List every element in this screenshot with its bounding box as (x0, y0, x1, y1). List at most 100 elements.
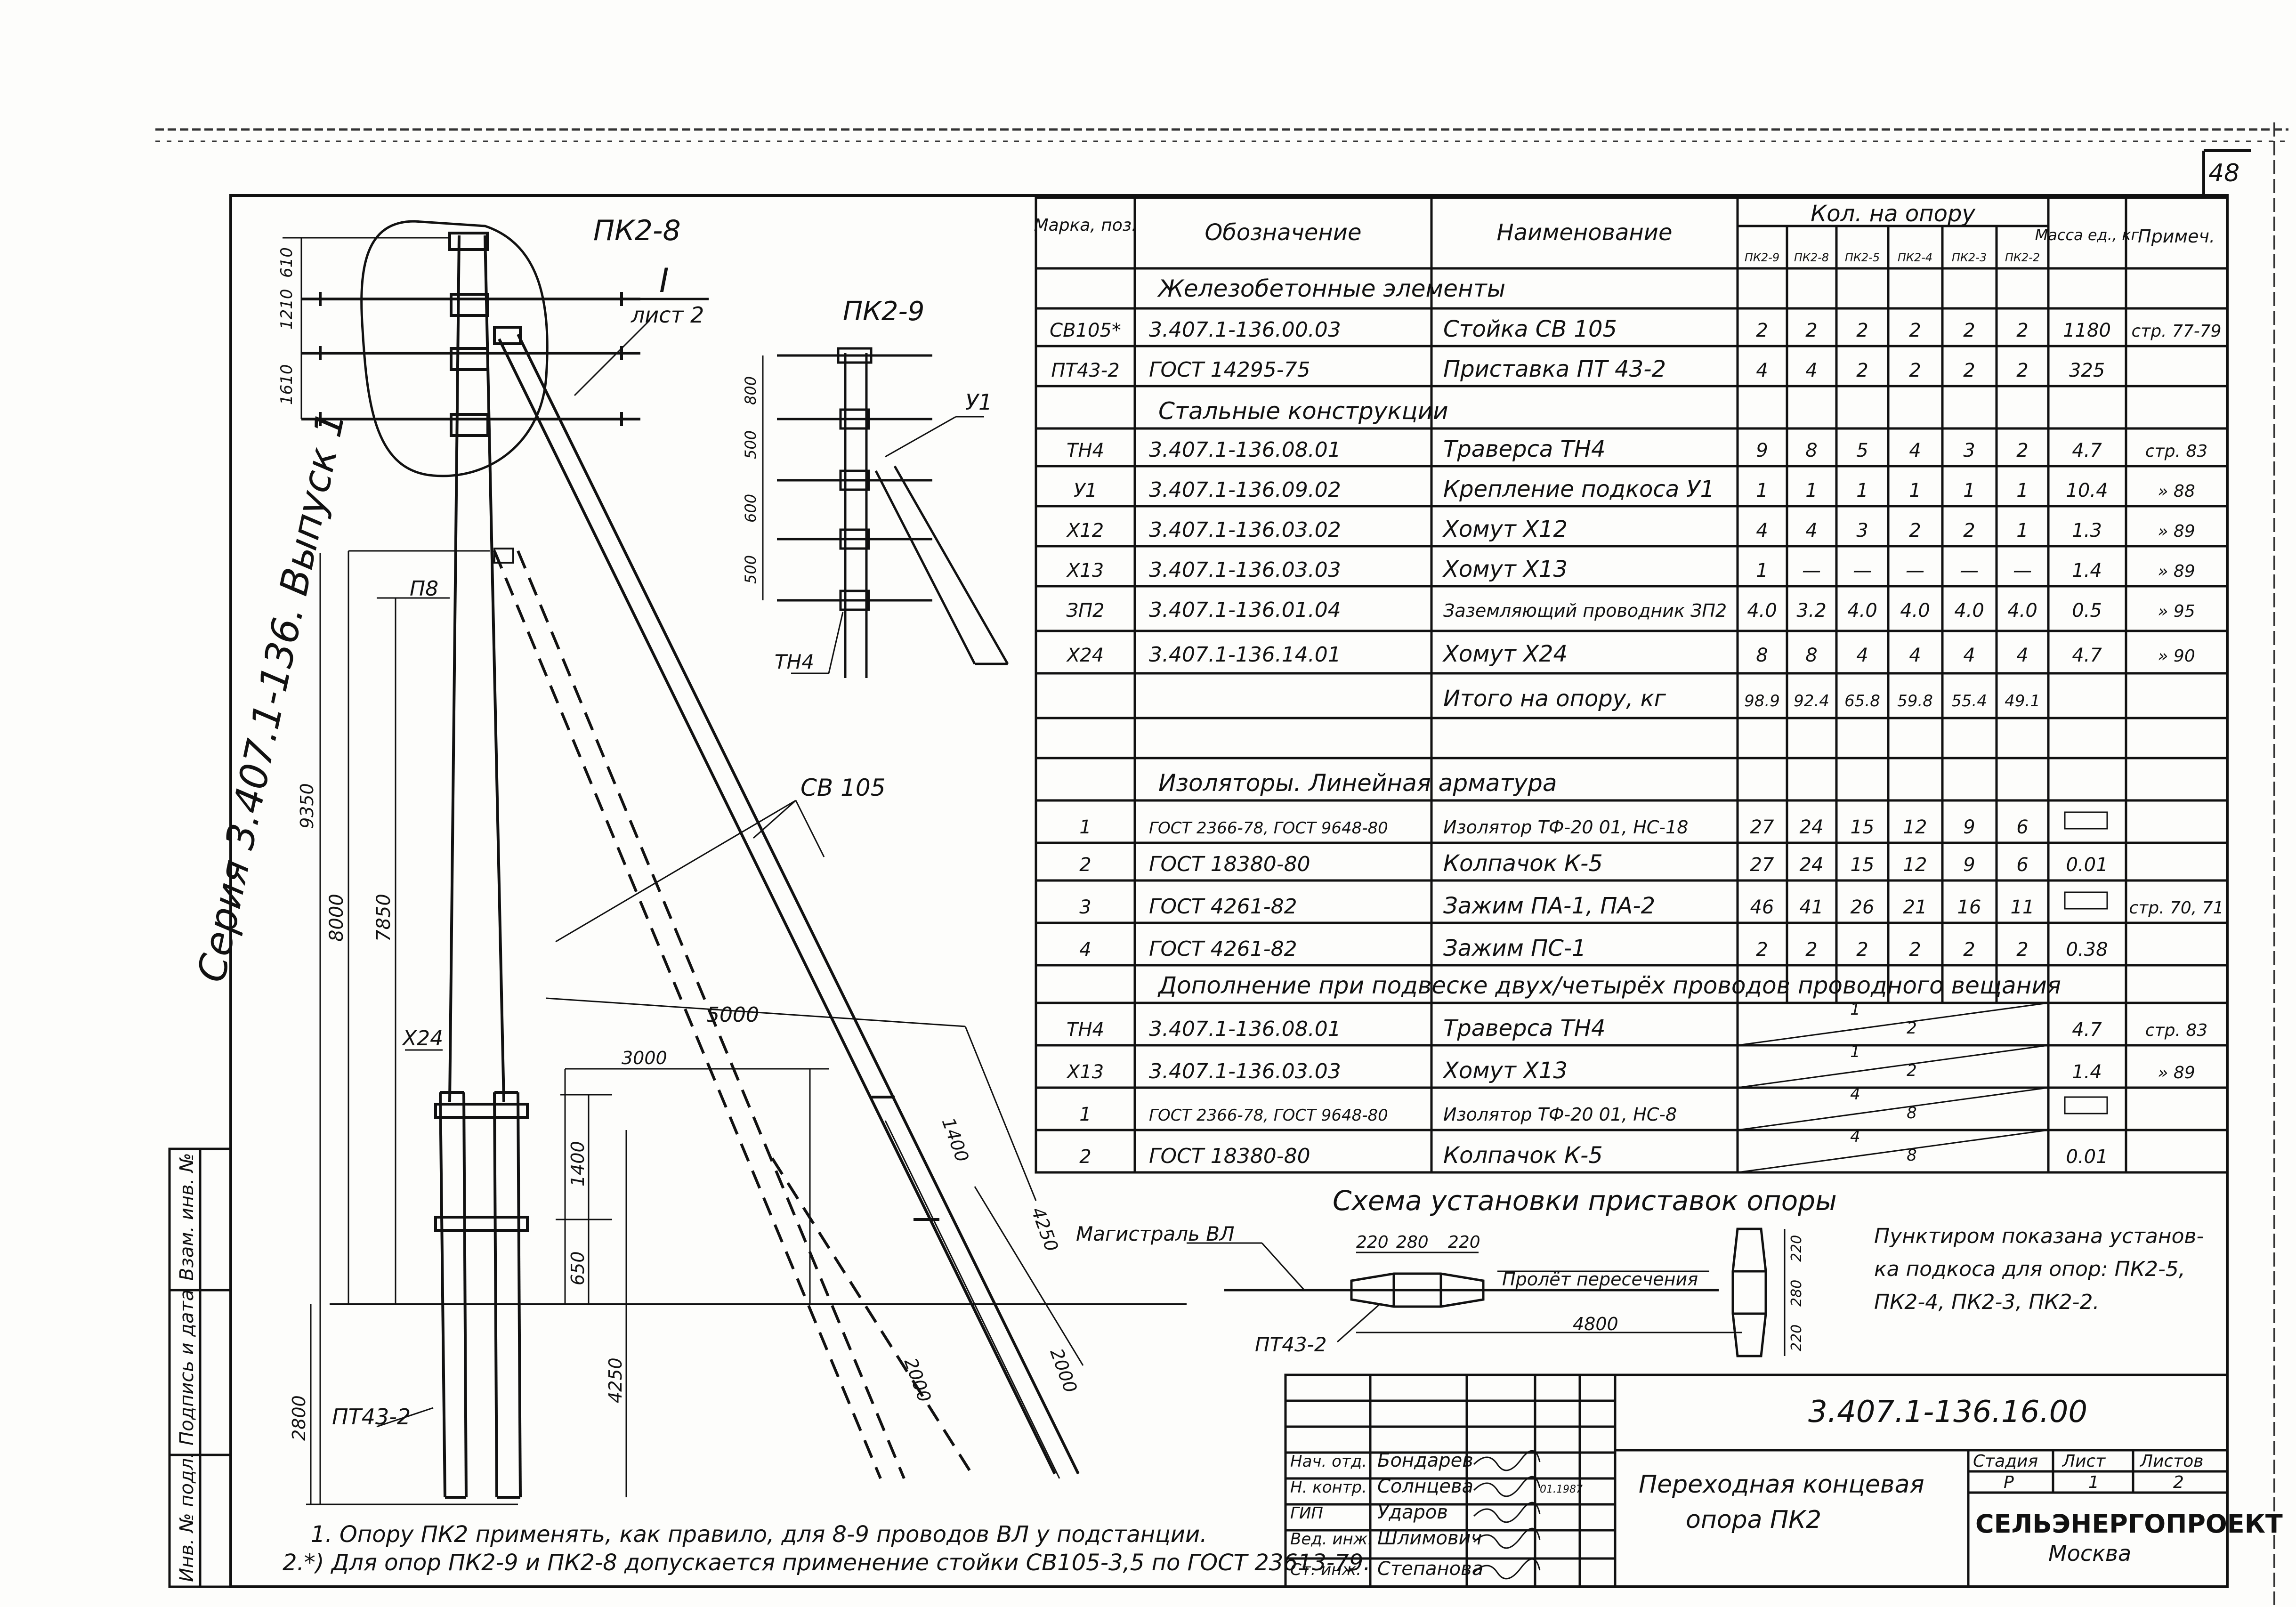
spec-table: Марка, поз. Обозначение Наименование Кол. н… (1034, 201, 2224, 1169)
tb-role: Вед. инж. (1290, 1530, 1373, 1549)
add-row-b: 2 (1907, 1019, 1917, 1038)
scheme-d4800: 4800 (1573, 1314, 1618, 1334)
concrete-row-marka: ПТ43-2 (1051, 360, 1119, 381)
add-row-naim: Хомут Х13 (1442, 1058, 1568, 1084)
concrete-row-qty: 2 (1909, 360, 1921, 381)
steel-row-prim: » 95 (2158, 602, 2195, 621)
th-naim: Наименование (1496, 219, 1672, 246)
note-2: 2.*) Для опор ПК2-9 и ПК2-8 допускается … (283, 1550, 1371, 1576)
steel-row-naim: Хомут Х13 (1442, 556, 1568, 582)
ins-row-qty: 26 (1851, 896, 1875, 918)
signature-mark (1473, 1476, 1541, 1497)
ins-row-marka: 1 (1079, 816, 1091, 838)
ins-row-qty: 9 (1963, 816, 1975, 838)
label-u1: У1 (965, 389, 992, 415)
tb-h-sheet: Лист (2062, 1452, 2106, 1471)
ins-row-qty: 21 (1903, 896, 1927, 918)
ins-row-oboz: ГОСТ 2366-78, ГОСТ 9648-80 (1149, 819, 1388, 838)
dim-1400b: 1400 (938, 1115, 973, 1165)
ins-row-qty: 9 (1963, 854, 1975, 876)
steel-row-qty: 4 (1909, 440, 1921, 461)
dim-4250: 4250 (605, 1357, 626, 1403)
steel-row-qty: 2 (1963, 520, 1975, 541)
steel-row-qty: — (1853, 560, 1872, 581)
steel-row-marka: ЗП2 (1066, 600, 1104, 622)
total-qty: 55.4 (1951, 692, 1987, 711)
add-row-prim: » 89 (2158, 1063, 2195, 1082)
scheme-note-2: ка подкоса для опор: ПК2-5, (1874, 1257, 2185, 1281)
scheme-title: Схема установки приставок опоры (1333, 1185, 1837, 1217)
steel-row-qty: 4.0 (1900, 600, 1930, 622)
doc-code: 3.407.1-136.16.00 (1808, 1395, 2087, 1429)
steel-row-prim: » 89 (2158, 562, 2195, 581)
scan-edge-lines (155, 122, 2288, 1605)
label-pk28: ПК2-8 (593, 214, 681, 247)
steel-row-qty: 1 (1756, 480, 1768, 501)
steel-row-marka: У1 (1074, 480, 1097, 501)
steel-row-qty: — (1960, 560, 1979, 581)
concrete-row-qty: 2 (2016, 360, 2028, 381)
section-ref: лист 2 (631, 302, 704, 328)
add-row-naim: Траверса ТН4 (1443, 1015, 1606, 1042)
steel-row-qty: 4 (1909, 645, 1921, 666)
dim-650: 650 (567, 1251, 588, 1285)
th-oboz: Обозначение (1205, 219, 1361, 246)
steel-row-qty: 9 (1756, 440, 1768, 461)
section-steel: Стальные конструкции (1158, 397, 1448, 425)
dim-1400: 1400 (567, 1141, 588, 1187)
doc-name-1: Переходная концевая (1639, 1470, 1924, 1499)
th-variant: ПК2-5 (1845, 251, 1880, 264)
ins-row-naim: Зажим ПА-1, ПА-2 (1443, 893, 1655, 919)
concrete-row-qty: 2 (1756, 320, 1768, 341)
scheme-v280: 280 (1788, 1280, 1805, 1307)
add-row-massa: 4.7 (2072, 1019, 2102, 1041)
th-variant: ПК2-3 (1952, 251, 1987, 264)
tb-name: Степанова (1377, 1558, 1483, 1580)
steel-row-qty: 4 (1856, 645, 1868, 666)
add-row-b: 8 (1907, 1146, 1917, 1165)
add-row-massa: 1.4 (2072, 1061, 2102, 1083)
signature-mark (1473, 1502, 1541, 1523)
ins-row-qty: 46 (1750, 896, 1774, 918)
th-kol: Кол. на опору (1811, 201, 1975, 227)
scheme-d280: 280 (1396, 1233, 1429, 1252)
ins-row-qty: 15 (1851, 854, 1875, 876)
dim-500b: 500 (742, 555, 760, 584)
add-row-a: 4 (1850, 1127, 1860, 1146)
scheme-d220b: 220 (1448, 1233, 1480, 1252)
th-massa: Масса ед., кг (2035, 226, 2139, 244)
steel-row-qty: — (1802, 560, 1821, 581)
ins-row-naim: Зажим ПС-1 (1443, 935, 1586, 961)
label-x24: Х24 (402, 1026, 443, 1050)
steel-row-qty: 1 (1909, 480, 1921, 501)
stamp-podpis-data: Подпись и дата (176, 1290, 198, 1445)
steel-row-oboz: 3.407.1-136.09.02 (1149, 478, 1341, 502)
add-row-a: 1 (1850, 1000, 1860, 1019)
ins-row-qty: 2 (1756, 939, 1768, 961)
dim-600: 600 (742, 494, 760, 523)
th-variant: ПК2-2 (2005, 251, 2040, 264)
steel-row-massa: 10.4 (2066, 480, 2108, 501)
steel-row-naim: Траверса ТН4 (1443, 436, 1606, 462)
steel-row-prim: » 89 (2158, 522, 2195, 541)
add-row-marka: 1 (1079, 1104, 1091, 1125)
scheme-drawing (1187, 1227, 1786, 1357)
dim-4250b: 4250 (1027, 1204, 1062, 1254)
scheme-v220a: 220 (1788, 1235, 1805, 1262)
th-marka: Марка, поз. (1034, 216, 1137, 235)
steel-row-massa: 1.4 (2072, 560, 2102, 581)
tb-city: Москва (2048, 1541, 2131, 1566)
steel-row-prim: » 90 (2158, 646, 2195, 666)
add-row-marka: 2 (1079, 1146, 1091, 1168)
th-variant: ПК2-8 (1794, 251, 1829, 264)
tb-role: ГИП (1290, 1504, 1323, 1523)
add-row-oboz: ГОСТ 2366-78, ГОСТ 9648-80 (1149, 1106, 1388, 1125)
ins-row-massa: 0.01 (2066, 854, 2108, 876)
section-concrete: Железобетонные элементы (1157, 275, 1505, 302)
steel-row-qty: 1 (2016, 520, 2028, 541)
th-variant: ПК2-9 (1745, 251, 1779, 264)
ins-row-qty: 15 (1851, 816, 1875, 838)
add-row-naim: Колпачок К-5 (1443, 1142, 1603, 1169)
add-row-b: 2 (1907, 1061, 1917, 1080)
